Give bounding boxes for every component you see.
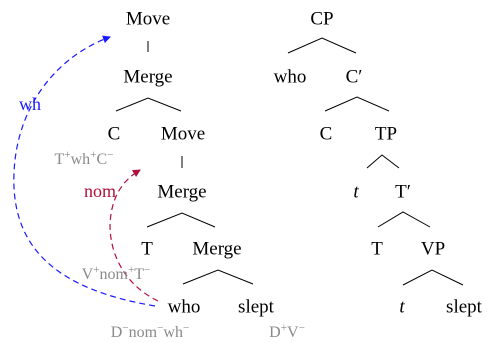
edge-vp-branch <box>402 269 464 286</box>
node-slept-right: slept <box>446 296 482 318</box>
edge-tbar-branch <box>377 211 431 228</box>
node-t-head: T <box>371 238 383 260</box>
edge-tp-branch <box>366 154 400 169</box>
features-c: T+wh+C− <box>54 148 114 168</box>
wh-arrow-label: wh <box>19 94 41 114</box>
edge-merge-branch <box>115 97 182 112</box>
node-move-2: Move <box>160 123 206 145</box>
features-who: D−nom−wh− <box>110 321 190 341</box>
node-who-spec: who <box>273 66 307 88</box>
node-cp: CP <box>310 8 334 30</box>
features-slept: D+V− <box>269 321 305 341</box>
node-tp: TP <box>374 123 398 145</box>
node-c: C <box>107 123 121 145</box>
node-who: who <box>167 296 201 318</box>
nom-movement-arrow <box>109 169 159 302</box>
node-t-bar: T′ <box>395 181 411 203</box>
node-merge-3: Merge <box>192 238 242 260</box>
node-trace-1: t <box>353 181 359 203</box>
node-merge-1: Merge <box>123 66 173 88</box>
node-move-root: Move <box>125 8 171 30</box>
node-c-head: C <box>319 123 333 145</box>
node-slept: slept <box>238 296 274 318</box>
node-trace-2: t <box>399 296 405 318</box>
edge-cbar-branch <box>324 96 390 112</box>
edge-cp-branch <box>287 37 357 54</box>
features-t: V+nom+T− <box>81 263 151 283</box>
edge-merge2-branch <box>146 212 216 228</box>
node-t: T <box>141 238 153 260</box>
node-vp: VP <box>420 238 446 260</box>
wh-movement-arrow <box>13 35 156 307</box>
node-merge-2: Merge <box>157 181 207 203</box>
edge-merge3-branch <box>182 269 254 285</box>
nom-arrow-label: nom <box>83 181 117 201</box>
node-c-bar: C′ <box>345 66 363 88</box>
